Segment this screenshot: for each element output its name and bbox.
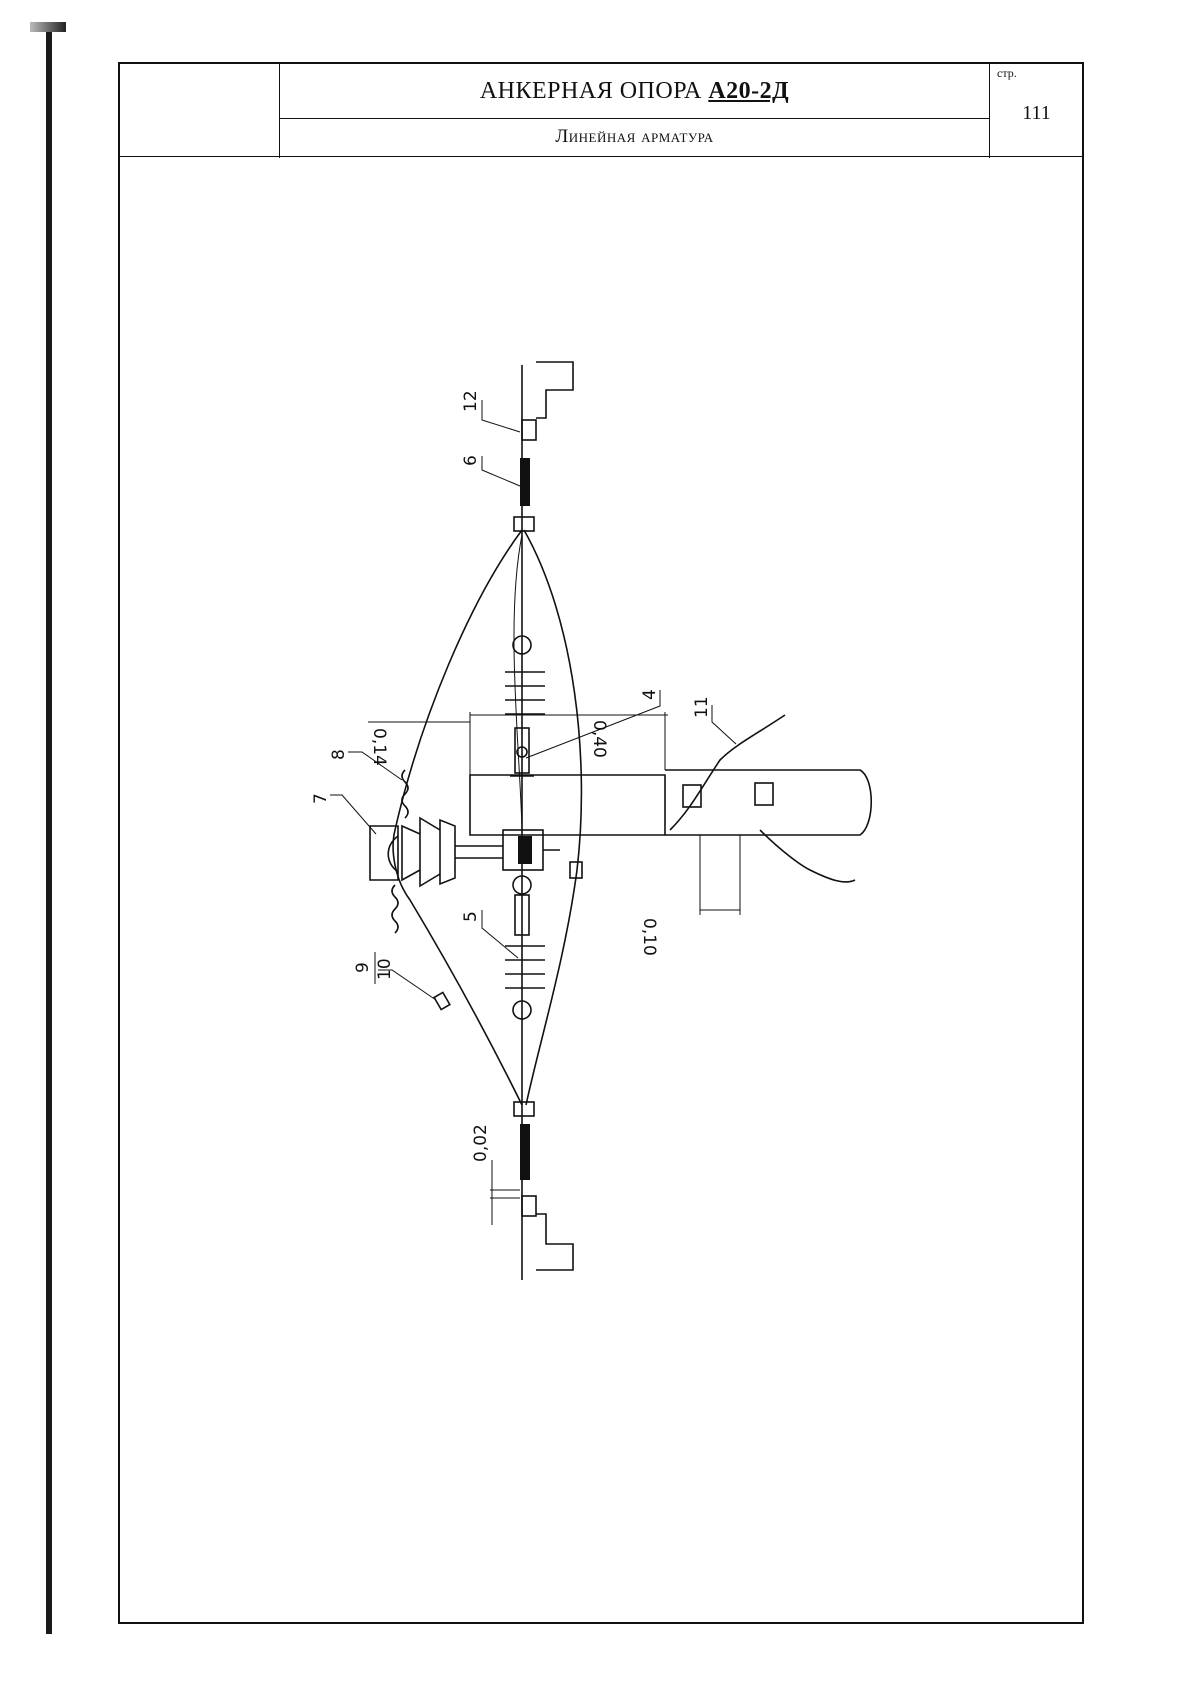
pole-cut	[470, 775, 665, 835]
bottom-tension-sleeve	[520, 1124, 530, 1180]
callout-11-leader	[712, 705, 736, 744]
binding-wire-8	[402, 770, 408, 818]
callout-12: 12	[461, 390, 481, 412]
earthing-wire-lower	[760, 830, 855, 882]
callout-6: 6	[461, 455, 481, 466]
pin-insulator-7	[402, 818, 455, 886]
callout-12-leader	[482, 400, 520, 432]
callout-10: 10	[375, 958, 395, 980]
callout-4: 4	[640, 689, 660, 700]
bottom-hook	[536, 1214, 573, 1270]
clamp-9	[434, 992, 450, 1009]
callout-5: 5	[461, 911, 481, 922]
top-clamp	[514, 517, 534, 531]
dim-010: 0,10	[639, 918, 659, 956]
top-clamp-12	[522, 420, 536, 440]
callout-7-leader	[330, 795, 376, 834]
bottom-upper-clamp	[514, 1102, 534, 1116]
pole-bracket-inner	[518, 836, 532, 864]
outer-loop-wire	[393, 530, 522, 1105]
callout-7: 7	[311, 793, 331, 804]
callout-11: 11	[692, 696, 712, 718]
upper-insulator-string	[505, 636, 545, 776]
dim-014: 0,14	[369, 728, 389, 766]
lower-insulator-string	[505, 876, 545, 1019]
inner-loop-wire-right	[524, 530, 581, 1105]
callout-9: 9	[353, 962, 373, 973]
callout-8: 8	[329, 749, 349, 760]
earthing-clamp-b	[755, 783, 773, 805]
pole	[665, 770, 871, 835]
inner-loop-wire-left	[514, 535, 522, 830]
earthing-wire-11	[670, 715, 785, 830]
dim-040: 0,40	[589, 720, 609, 758]
top-tension-sleeve	[520, 458, 530, 506]
dim-002: 0,02	[471, 1124, 491, 1162]
top-hook	[536, 362, 573, 418]
callout-5-leader	[482, 910, 518, 958]
callout-6-leader	[482, 456, 520, 486]
bottom-clamp	[522, 1196, 536, 1216]
binding-wire-lower	[392, 885, 398, 933]
